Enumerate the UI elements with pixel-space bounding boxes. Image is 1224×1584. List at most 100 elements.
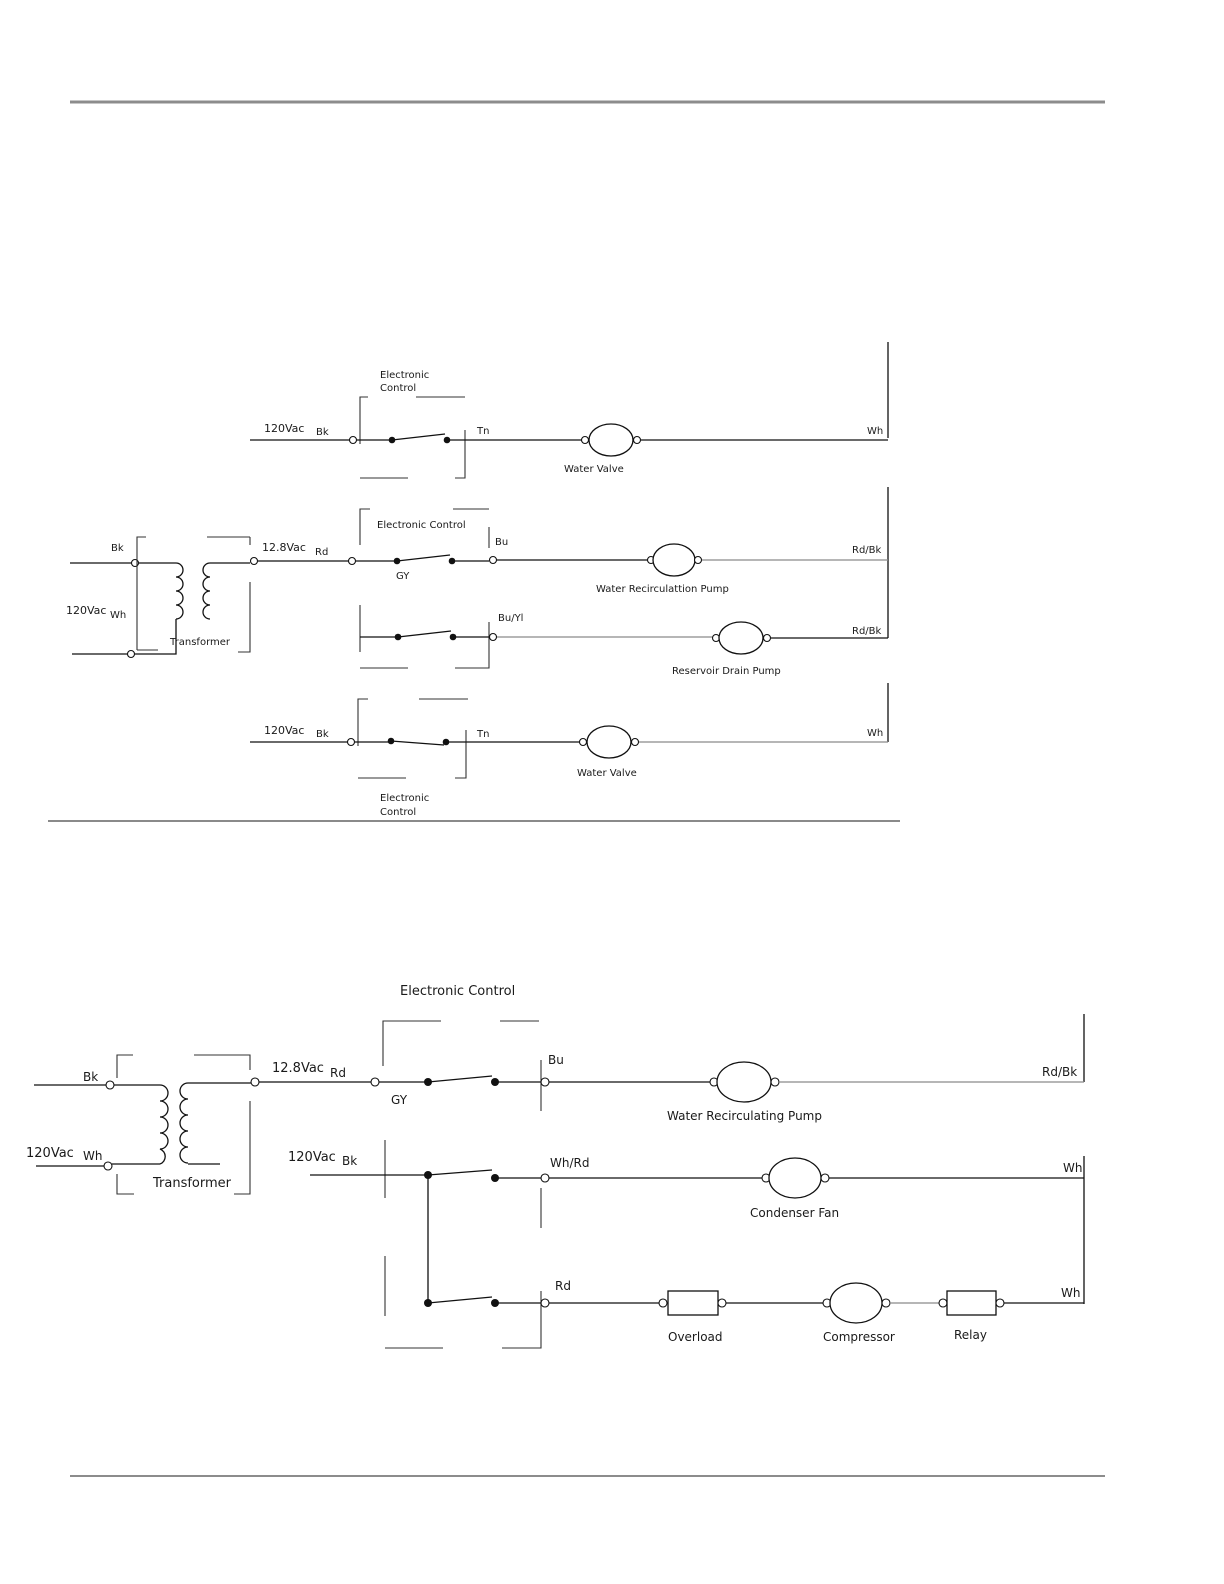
- wire-color-label: Wh/Rd: [550, 1156, 589, 1170]
- d2-row-condenser-fan: 120Vac Bk Wh/Rd Condenser Fan Wh: [288, 1150, 1084, 1220]
- wire-color-label: Bk: [316, 729, 329, 740]
- d2-row-recirculating-pump: 12.8Vac Rd GY Bu Water Recirculating Pum…: [259, 1053, 1084, 1123]
- transformer-bracket: [136, 536, 146, 650]
- terminal: [693, 555, 703, 565]
- control-label: Electronic Control: [400, 984, 515, 999]
- transformer-bracket: [116, 1174, 134, 1195]
- coil-lead: [135, 619, 177, 655]
- terminal: [488, 555, 498, 565]
- primary-coil: [159, 1084, 169, 1165]
- switch-blade: [427, 1169, 493, 1176]
- switch-blade: [391, 433, 446, 441]
- wire-color-label: Wh: [867, 426, 883, 437]
- control-bracket: [455, 730, 467, 779]
- wire-color-label: Wh: [1061, 1286, 1080, 1300]
- control-bracket: [359, 508, 370, 545]
- terminal: [348, 435, 358, 445]
- control-bracket: [502, 1291, 542, 1349]
- wire-color-label: Rd: [555, 1279, 571, 1293]
- control-bracket: [455, 622, 490, 669]
- wire-color-label: Bu/Yl: [498, 613, 523, 624]
- transformer-label: Transformer: [152, 1176, 232, 1191]
- wire-color-label: Bk: [316, 427, 329, 438]
- switch-blade: [427, 1296, 493, 1304]
- switch-blade: [427, 1075, 493, 1083]
- terminal: [126, 649, 136, 659]
- terminal: [630, 737, 640, 747]
- load-label: Reservoir Drain Pump: [672, 666, 781, 677]
- water-recirculating-pump-load: [716, 1061, 772, 1103]
- secondary-coil: [202, 562, 211, 620]
- control-bracket: [357, 698, 368, 746]
- control-label-line2: Control: [380, 383, 416, 394]
- wire-color-label: Rd/Bk: [852, 545, 882, 556]
- wire-color-label: Bu: [548, 1053, 564, 1067]
- wire-color-label: Bu: [495, 537, 508, 548]
- load-label: Condenser Fan: [750, 1206, 839, 1220]
- wire-color-label: Rd: [330, 1066, 346, 1080]
- transformer-bracket: [238, 582, 251, 653]
- reservoir-drain-pump-load: [718, 621, 764, 655]
- d2-row-compressor: Rd Overload Compressor Relay Wh: [424, 1175, 1084, 1344]
- d1-transformer: Bk 120Vac Wh Transformer: [66, 536, 259, 659]
- d1-row-reservoir-drain-pump: Bu/Yl Reservoir Drain Pump Rd/Bk: [359, 605, 888, 677]
- wire-color-label: Wh: [110, 610, 126, 621]
- d1-row-water-valve-top: Electronic Control 120Vac Bk Tn Water Va…: [250, 370, 888, 479]
- control-bracket: [455, 430, 466, 479]
- load-label: Overload: [668, 1330, 723, 1344]
- wire-color-label: Bk: [342, 1154, 357, 1168]
- voltage-label: 120Vac: [264, 422, 304, 435]
- wire-color-label: Bk: [111, 543, 124, 554]
- terminal: [540, 1298, 550, 1308]
- load-label: Relay: [954, 1328, 987, 1342]
- terminal: [488, 632, 498, 642]
- terminal: [540, 1077, 550, 1087]
- wire-color-label: Bk: [83, 1070, 98, 1084]
- control-bracket: [382, 1020, 441, 1066]
- wire-color-label: Wh: [83, 1149, 102, 1163]
- terminal: [995, 1298, 1005, 1308]
- terminal: [580, 435, 590, 445]
- voltage-label: 120Vac: [66, 604, 106, 617]
- terminal: [347, 556, 357, 566]
- wiring-diagram-1: Electronic Control 120Vac Bk Tn Water Va…: [48, 342, 900, 822]
- terminal: [717, 1298, 727, 1308]
- d1-row-water-valve-bottom: 120Vac Bk Tn Water Valve Wh Electronic C…: [250, 698, 888, 818]
- primary-coil: [175, 562, 184, 620]
- wiring-diagram-2: Electronic Control B: [26, 984, 1085, 1349]
- water-recirculation-pump-load: [652, 543, 696, 577]
- terminal: [370, 1077, 380, 1087]
- voltage-label: 12.8Vac: [272, 1061, 324, 1076]
- control-bracket: [359, 396, 368, 444]
- load-label: Water Valve: [577, 768, 637, 779]
- load-label: Water Recirculattion Pump: [596, 584, 729, 595]
- load-label: Water Recirculating Pump: [667, 1109, 822, 1123]
- condenser-fan-load: [768, 1157, 822, 1199]
- d1-row-recirculation-pump: Electronic Control 12.8Vac Rd GY Bu Wate…: [258, 508, 888, 595]
- terminal: [881, 1298, 891, 1308]
- terminal: [658, 1298, 668, 1308]
- terminal: [770, 1077, 780, 1087]
- voltage-label: 120Vac: [288, 1150, 336, 1165]
- overload-load: [667, 1290, 719, 1316]
- transformer-bracket: [234, 1101, 251, 1195]
- transformer-label: Transformer: [169, 637, 231, 648]
- wire-color-label: Rd/Bk: [852, 626, 882, 637]
- wire-color-label: Tn: [476, 729, 489, 740]
- switch-label: GY: [391, 1093, 408, 1107]
- terminal: [540, 1173, 550, 1183]
- terminal: [820, 1173, 830, 1183]
- wire-color-label: Wh: [867, 728, 883, 739]
- terminal: [938, 1298, 948, 1308]
- terminal: [249, 556, 259, 566]
- control-label: Electronic Control: [377, 520, 466, 531]
- terminal: [632, 435, 642, 445]
- switch-label: GY: [396, 571, 410, 582]
- control-label-line1: Electronic: [380, 793, 429, 804]
- terminal: [250, 1077, 260, 1087]
- voltage-label: 12.8Vac: [262, 541, 306, 554]
- terminal: [762, 633, 772, 643]
- compressor-load: [829, 1282, 883, 1324]
- switch-blade: [397, 630, 452, 638]
- water-valve-load: [588, 423, 634, 457]
